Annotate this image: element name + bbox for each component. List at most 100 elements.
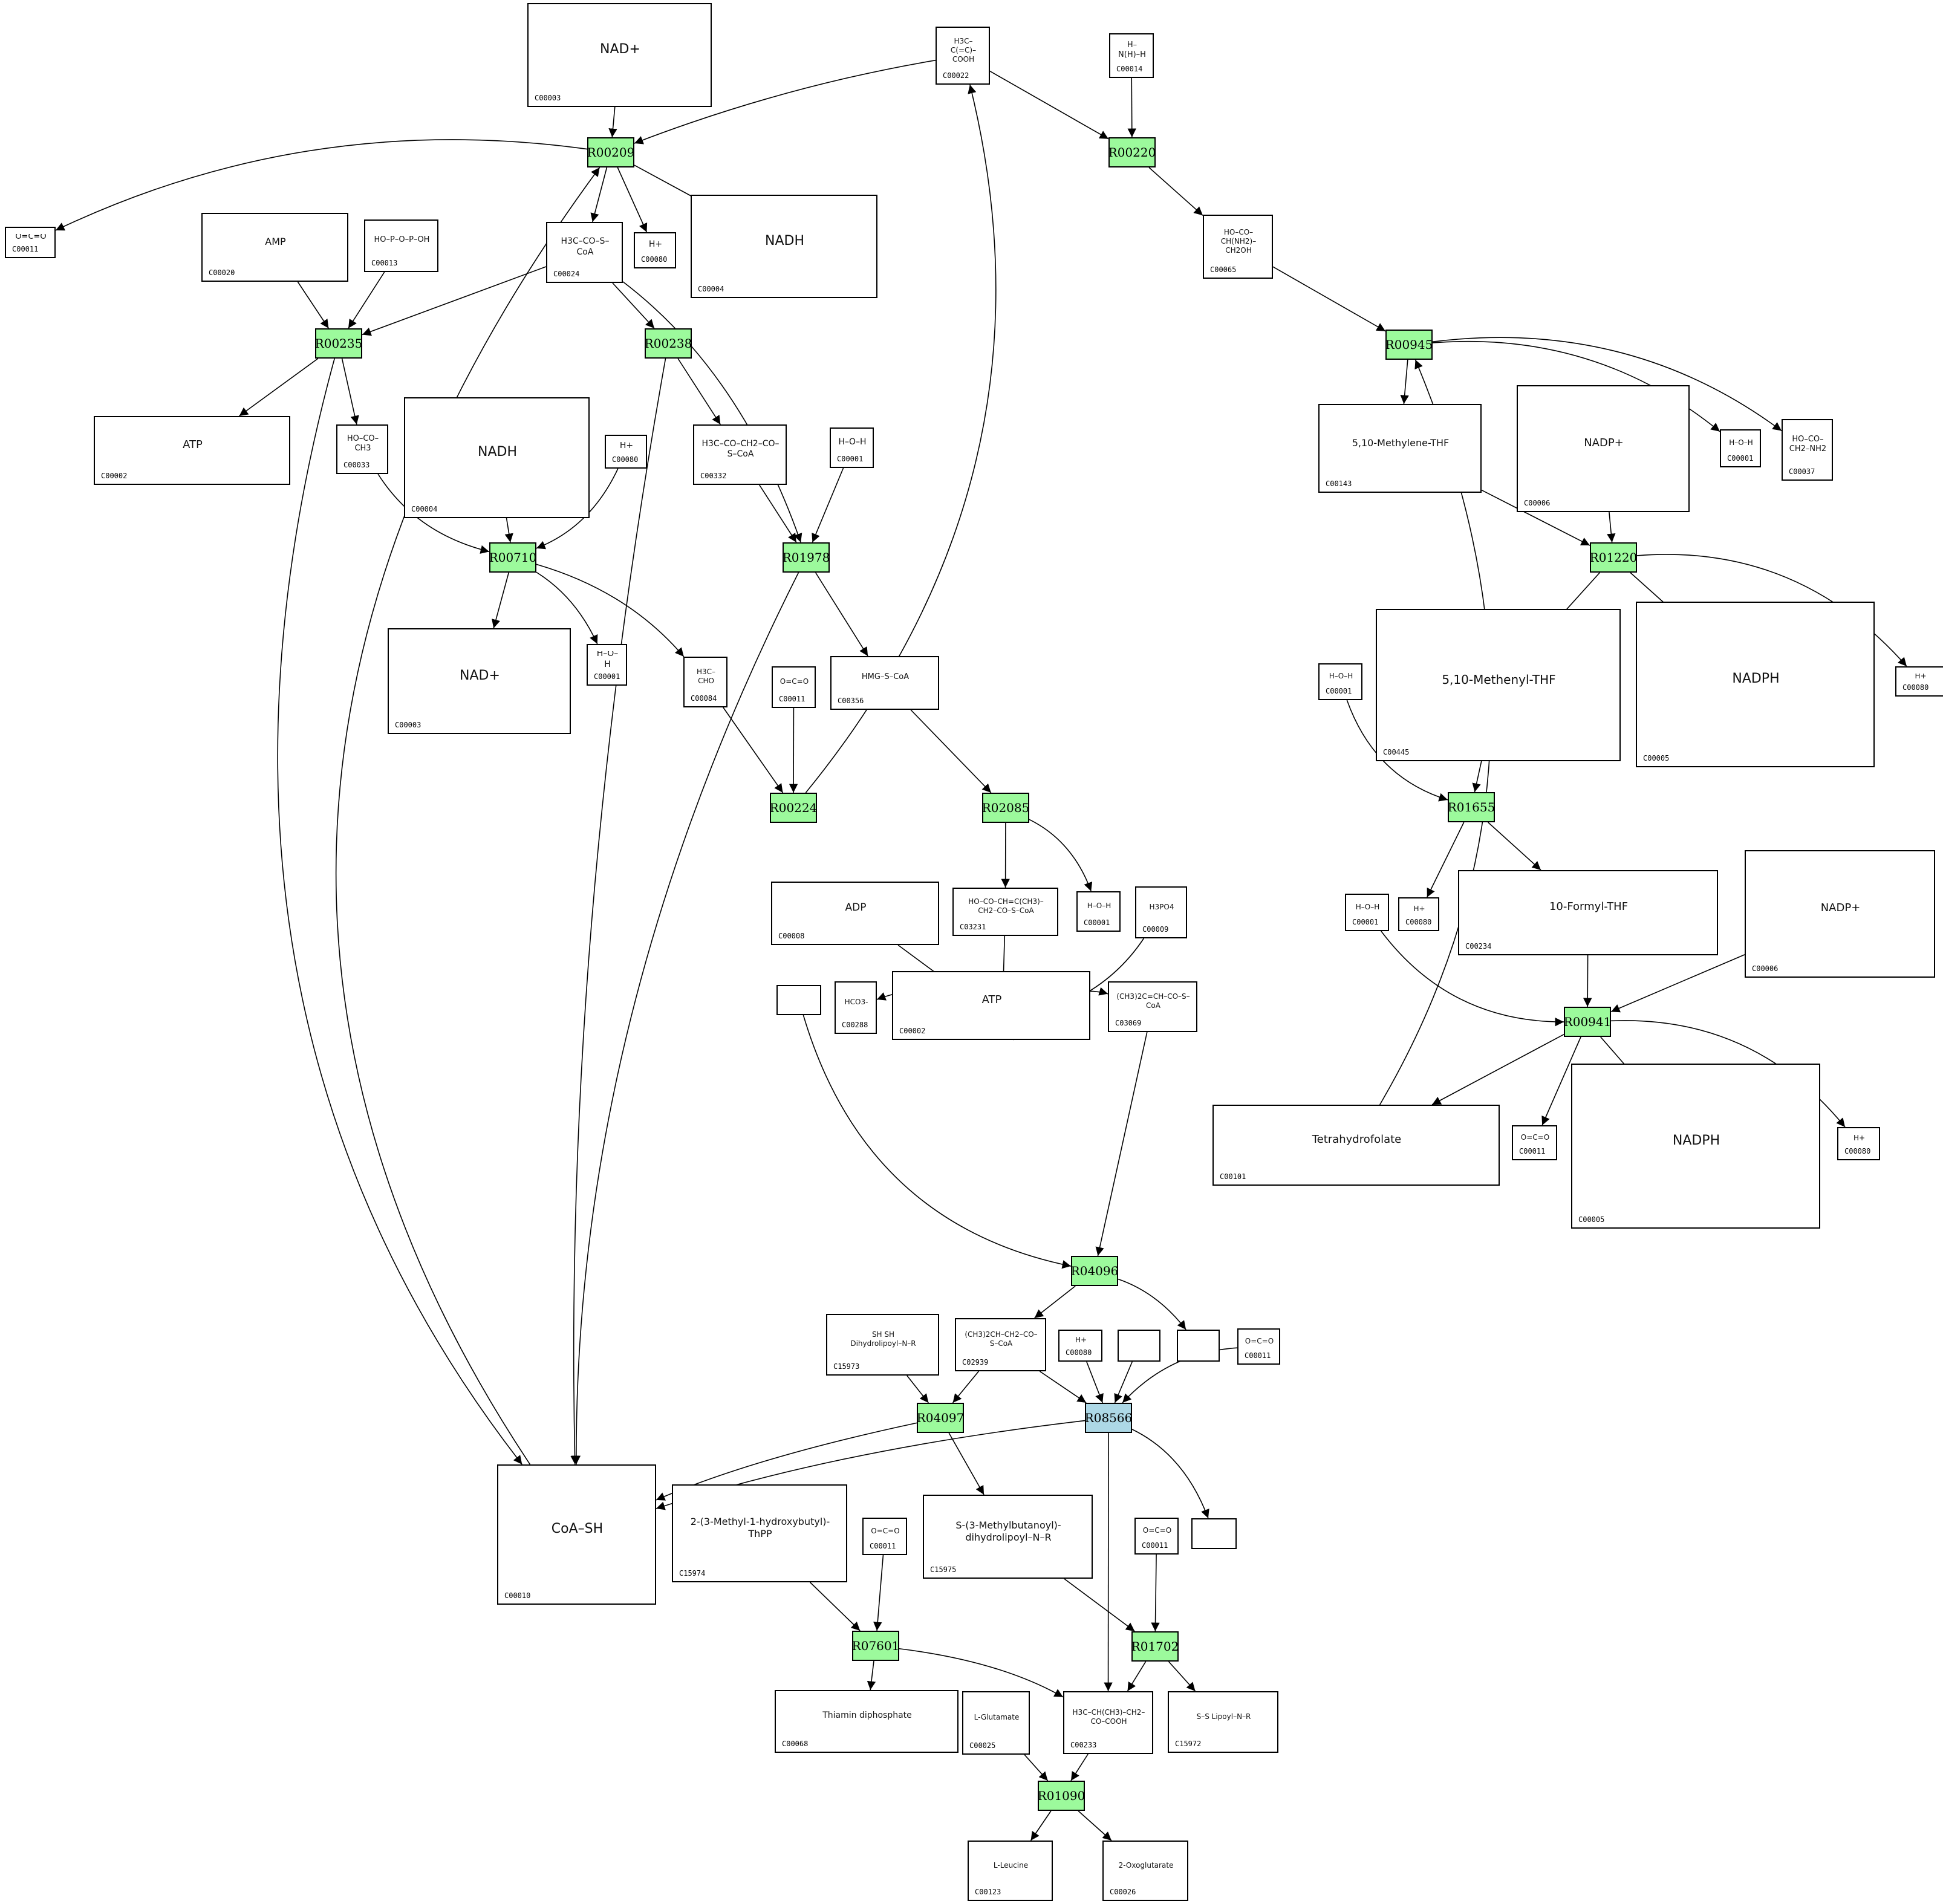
compound-node-c00006[interactable]: NADP+C00006 — [1517, 385, 1690, 512]
compound-node-c00080[interactable]: H+C00080 — [1895, 666, 1943, 697]
reaction-node-r01220[interactable]: R01220 — [1590, 542, 1637, 573]
reaction-node-r02085[interactable]: R02085 — [982, 793, 1029, 823]
reaction-node-r00945[interactable]: R00945 — [1385, 330, 1433, 360]
compound-structure: H+ — [619, 442, 634, 450]
compound-node-empty[interactable] — [1191, 1518, 1237, 1549]
compound-structure: H–O–H — [1087, 902, 1111, 910]
reaction-node-r00224[interactable]: R00224 — [770, 793, 817, 823]
reaction-node-r01702[interactable]: R01702 — [1131, 1631, 1179, 1662]
reaction-node-r04096[interactable]: R04096 — [1071, 1256, 1118, 1286]
reaction-node-r01655[interactable]: R01655 — [1448, 792, 1495, 822]
compound-id-label: C00003 — [395, 721, 421, 729]
compound-structure: 10-Formyl-THF — [1549, 900, 1629, 914]
compound-node-c00080[interactable]: H+C00080 — [1398, 897, 1439, 931]
compound-structure: H+ — [1915, 674, 1927, 678]
reaction-node-r00238[interactable]: R00238 — [645, 328, 692, 359]
compound-node-c00080[interactable]: H+C00080 — [634, 232, 676, 268]
compound-node-empty[interactable] — [1177, 1330, 1220, 1362]
reaction-node-r04097[interactable]: R04097 — [917, 1403, 964, 1433]
reaction-node-r01978[interactable]: R01978 — [783, 542, 830, 573]
reaction-node-r01090[interactable]: R01090 — [1038, 1781, 1085, 1811]
compound-id-label: C00025 — [969, 1741, 996, 1750]
compound-node-c00003[interactable]: NAD+C00003 — [527, 3, 712, 107]
compound-id-label: C15972 — [1175, 1740, 1202, 1748]
compound-structure: H+ — [1853, 1134, 1866, 1142]
edge-arrow — [570, 358, 666, 1465]
edge-arrow — [1541, 1036, 1581, 1126]
edge-arrow — [1636, 554, 1907, 667]
reaction-node-r08566[interactable]: R08566 — [1085, 1403, 1132, 1433]
reaction-node-r00209[interactable]: R00209 — [587, 137, 634, 167]
edge-arrow — [1488, 822, 1541, 871]
compound-node-c00080[interactable]: H+C00080 — [605, 435, 647, 469]
compound-structure: (CH3)2C=CH–CO–S–CoA — [1116, 992, 1190, 1010]
compound-node-c00288[interactable]: HCO3-C00288 — [835, 981, 877, 1034]
reaction-node-r07601[interactable]: R07601 — [852, 1631, 899, 1661]
compound-id-label: C00080 — [1066, 1348, 1092, 1357]
compound-node-empty[interactable] — [776, 985, 821, 1015]
edge-arrow — [1024, 1754, 1049, 1781]
compound-node-empty[interactable] — [1118, 1330, 1160, 1362]
reaction-node-r00941[interactable]: R00941 — [1564, 1007, 1611, 1037]
reaction-node-r00220[interactable]: R00220 — [1108, 137, 1156, 167]
reaction-node-r00235[interactable]: R00235 — [315, 328, 362, 359]
compound-structure: SH SH Dihydrolipoyl–N–R — [850, 1330, 916, 1348]
compound-id-label: C00033 — [343, 461, 370, 469]
compound-node-c00080[interactable]: H+C00080 — [1058, 1330, 1102, 1362]
compound-structure: Tetrahydrofolate — [1312, 1132, 1402, 1146]
edge-arrow — [1427, 822, 1465, 898]
compound-node-c00006[interactable]: NADP+C00006 — [1745, 850, 1935, 978]
reaction-node-r00710[interactable]: R00710 — [489, 542, 536, 573]
compound-node-c00003[interactable]: NAD+C00003 — [388, 628, 571, 734]
compound-node-c00080[interactable]: H+C00080 — [1837, 1127, 1880, 1160]
